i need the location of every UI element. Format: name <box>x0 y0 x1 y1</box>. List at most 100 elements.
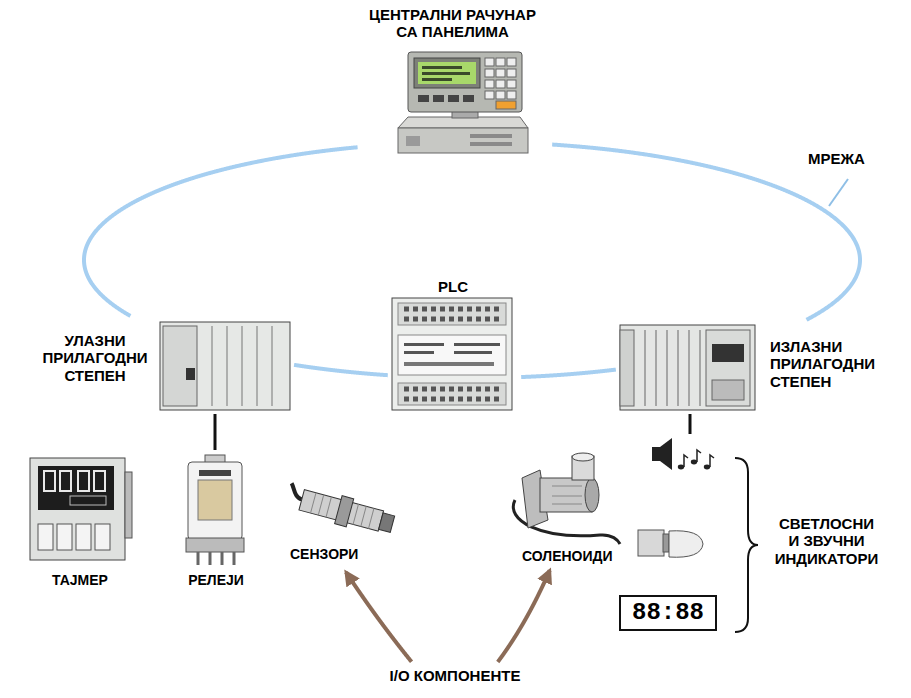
timer-digit <box>60 471 71 491</box>
keypad-key <box>485 69 494 77</box>
solenoid-node: СОЛЕНОИДИ <box>500 450 628 568</box>
curly-bracket <box>735 458 758 632</box>
drive-slot <box>470 134 512 138</box>
solenoid-top-cap <box>572 453 594 461</box>
rack-frame <box>620 325 755 410</box>
keypad-key <box>496 80 505 88</box>
network-ring <box>521 370 616 377</box>
solenoid-cap <box>585 478 599 512</box>
network-label: МРЕЖА <box>808 150 865 167</box>
sensor-nut <box>335 496 354 527</box>
lcd-line <box>422 72 470 75</box>
keypad-key <box>485 80 494 88</box>
computer-node: ЦЕНТРАЛНИ РАЧУНАР СА ПАНЕЛИМА <box>360 6 550 156</box>
panel-key <box>448 95 459 102</box>
keypad-key <box>507 58 516 66</box>
computer-case <box>398 128 528 153</box>
keypad-key <box>485 91 494 99</box>
note-stem <box>684 455 688 467</box>
output-rack-picture <box>620 325 755 410</box>
timer-display <box>38 466 114 510</box>
keypad-key <box>496 69 505 77</box>
lamp-dome <box>669 531 703 557</box>
note-stem <box>710 455 714 467</box>
terminal-strip <box>398 383 506 405</box>
lcd-line <box>422 78 452 81</box>
plc-marking <box>404 351 434 354</box>
timer-button <box>76 524 91 550</box>
keypad-enter <box>496 101 516 109</box>
rack-slot <box>645 330 646 406</box>
rack-slot <box>667 330 668 406</box>
solenoid-picture <box>513 453 620 544</box>
solenoid-windings <box>552 486 582 504</box>
plc-marking <box>454 351 492 354</box>
solenoid-body <box>540 478 592 512</box>
node-label: УЛАЗНИ ПРИЛАГОДНИ СТЕПЕН <box>34 332 156 384</box>
rack-slot <box>212 326 213 406</box>
rack-slot <box>689 330 690 406</box>
node-label: ЦЕНТРАЛНИ РАЧУНАР СА ПАНЕЛИМА <box>360 6 545 41</box>
plc-picture <box>392 298 512 410</box>
io-components-node: I/O КОМПОНЕНТЕ <box>387 664 524 690</box>
panel-key <box>463 95 474 102</box>
module-led <box>186 368 195 380</box>
power-button <box>406 136 420 146</box>
lamp-base <box>638 530 664 556</box>
signal-wire <box>214 414 217 450</box>
node-label: СОЛЕНОИДИ <box>522 548 613 564</box>
computer-picture <box>398 52 528 153</box>
lcd-screen <box>418 62 476 84</box>
speaker-cone <box>660 438 672 470</box>
keypad-key <box>507 69 516 77</box>
sensor-face <box>379 513 395 533</box>
node-label: ИЗЛАЗНИ ПРИЛАГОДНИ СТЕПЕН <box>770 338 890 390</box>
timer-button <box>38 524 53 550</box>
rack-slot <box>242 326 243 406</box>
keypad-key <box>485 58 494 66</box>
node-label: ТАЈМЕР <box>26 572 134 588</box>
leader-line <box>829 179 848 206</box>
note-stem <box>697 450 701 462</box>
lamp-ring <box>663 534 669 552</box>
timer-digit <box>78 471 89 491</box>
note-head <box>704 465 710 470</box>
cpu-module <box>706 330 750 406</box>
timer-digit <box>44 471 55 491</box>
curved-arrow <box>346 572 412 662</box>
rack-slot <box>700 330 701 406</box>
rack-slot <box>272 326 273 406</box>
note-head <box>678 465 684 470</box>
computer-top <box>398 117 528 128</box>
keypad-key <box>507 80 516 88</box>
rack-slot <box>678 330 679 406</box>
plc-housing <box>392 298 512 410</box>
digital-display <box>620 596 716 630</box>
power-module <box>163 326 197 406</box>
panel-key <box>418 95 429 102</box>
lcd-bezel <box>414 58 480 88</box>
rack-slot <box>257 326 258 406</box>
lcd-line <box>422 66 462 69</box>
network-ring <box>84 147 358 316</box>
input-stage-node: УЛАЗНИ ПРИЛАГОДНИ СТЕПЕН <box>34 318 292 412</box>
timer-picture <box>30 458 132 560</box>
keypad-key <box>496 91 505 99</box>
cpu-display <box>712 344 744 362</box>
keypad-key <box>507 91 516 99</box>
relay-pins <box>198 552 234 565</box>
display-digits: 88:88 <box>620 596 716 630</box>
plc-marking <box>454 343 500 346</box>
timer-body <box>30 458 125 560</box>
indicator-pictures <box>620 438 758 632</box>
sensor-node: СЕНЗОРИ <box>284 480 406 570</box>
timer-digit <box>94 471 105 491</box>
network-ring <box>552 145 860 320</box>
relay-coil <box>198 480 232 520</box>
plc-leds <box>404 362 494 366</box>
timer-subdisplay <box>70 496 106 505</box>
rack-end <box>620 330 634 406</box>
keypad-key <box>496 58 505 66</box>
plc-node: PLC <box>390 276 519 412</box>
